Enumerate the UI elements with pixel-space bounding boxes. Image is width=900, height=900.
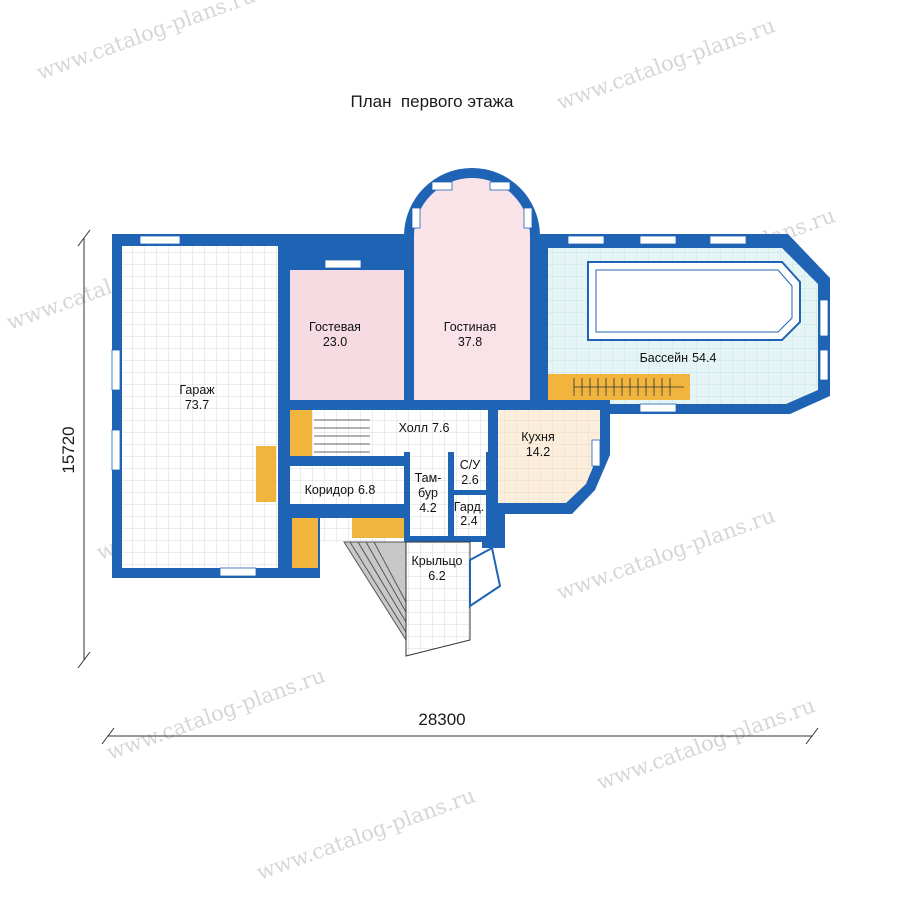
horizontal-dimension: 28300 (101, 710, 819, 745)
plan-title: План первого этажа (350, 92, 514, 111)
garage-name: Гараж (179, 383, 215, 397)
pool-name: Бассейн (640, 351, 689, 365)
guest-room-area: 23.0 (323, 335, 347, 349)
watermark-text: www.catalog-plans.ru (594, 693, 819, 794)
lower-stair (292, 518, 318, 568)
hall-name: Холл (399, 421, 428, 435)
width-dimension: 28300 (418, 710, 465, 729)
watermark-text: www.catalog-plans.ru (254, 783, 479, 884)
window (219, 567, 257, 577)
window (111, 429, 121, 471)
window (111, 349, 121, 391)
bathroom-area: 2.6 (461, 473, 478, 487)
porch-name: Крыльцо (412, 554, 463, 568)
corridor-label: Коридор 6.8 (305, 483, 376, 497)
kitchen-name: Кухня (521, 430, 554, 444)
window (431, 181, 453, 191)
porch-steps (343, 541, 502, 657)
window (639, 403, 677, 413)
pool-basin (587, 261, 801, 341)
window (411, 207, 421, 229)
window (709, 235, 747, 245)
interior-walls (278, 246, 610, 566)
living-room-floor (414, 178, 530, 400)
vestibule-name-line1: Там- (415, 471, 442, 485)
vestibule-area: 4.2 (419, 501, 436, 515)
height-dimension: 15720 (59, 426, 78, 473)
hall-stair (290, 410, 312, 456)
room-labels: Гараж 73.7 Гостевая 23.0 Гостиная 37.8 Б… (179, 320, 716, 583)
pool-stair-treads (573, 378, 684, 396)
living-room-area: 37.8 (458, 335, 482, 349)
stairs (256, 374, 690, 568)
window (489, 181, 511, 191)
corridor-floor (290, 466, 404, 504)
window (819, 349, 829, 381)
vertical-dimension: 15720 (59, 229, 91, 669)
watermark-text: www.catalog-plans.ru (554, 503, 779, 604)
window (591, 439, 601, 467)
lower-stair-flight (352, 518, 404, 538)
window (819, 299, 829, 337)
garage-floor (122, 246, 278, 568)
pool-area: 54.4 (692, 351, 716, 365)
windows (111, 181, 829, 577)
corridor-area: 6.8 (358, 483, 375, 497)
watermark-text: www.catalog-plans.ru (34, 0, 259, 85)
wardrobe-name: Гард. (454, 500, 484, 514)
vestibule-name-line2: бур (418, 486, 438, 500)
window (523, 207, 533, 229)
bathroom-floor (452, 452, 488, 492)
living-room-name: Гостиная (444, 320, 496, 334)
hall-stair-treads (314, 419, 370, 453)
kitchen-area: 14.2 (526, 445, 550, 459)
window (324, 259, 362, 269)
garage-stair (256, 446, 276, 502)
kitchen-floor (488, 410, 600, 503)
wardrobe-floor (452, 494, 488, 536)
watermark-text: www.catalog-plans.ru (104, 663, 329, 764)
corridor-name: Коридор (305, 483, 354, 497)
bathroom-name: С/У (460, 458, 481, 472)
window (567, 235, 605, 245)
garage-area: 73.7 (185, 398, 209, 412)
guest-room-floor (290, 270, 404, 400)
vestibule-floor (406, 460, 450, 536)
window (139, 235, 181, 245)
wardrobe-area: 2.4 (460, 514, 477, 528)
hall-label: Холл 7.6 (399, 421, 450, 435)
window (639, 235, 677, 245)
hall-area: 7.6 (432, 421, 449, 435)
porch-area: 6.2 (428, 569, 445, 583)
watermark-text: www.catalog-plans.ru (554, 13, 779, 114)
guest-room-name: Гостевая (309, 320, 361, 334)
